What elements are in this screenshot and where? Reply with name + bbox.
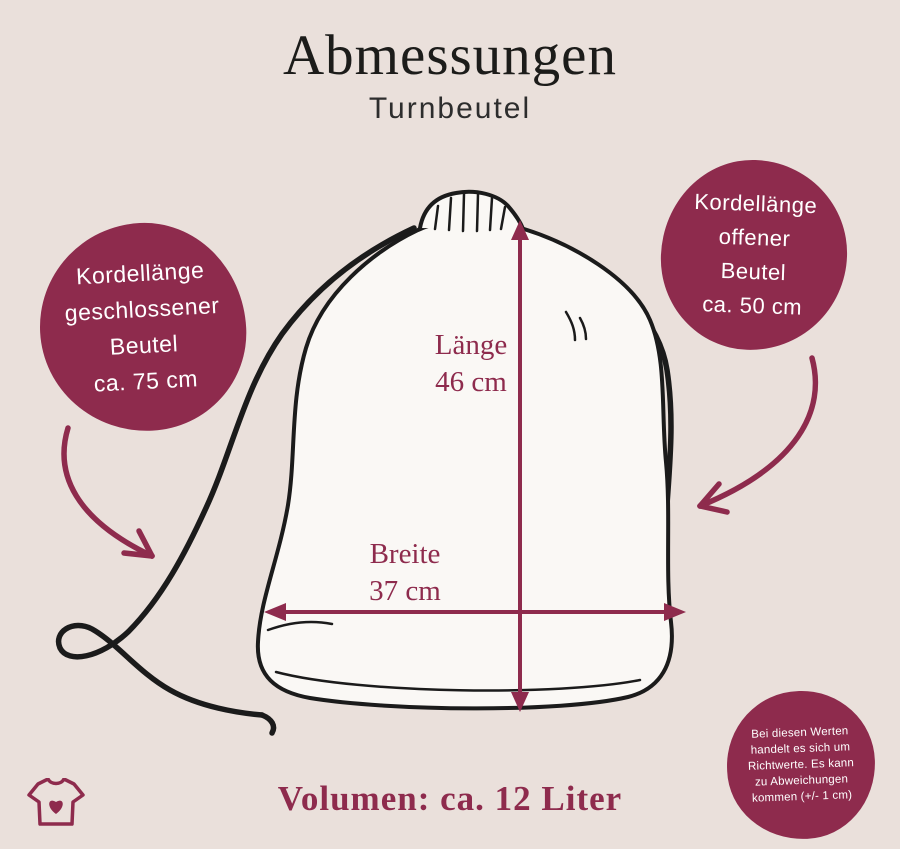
header: Abmessungen Turnbeutel [0,26,900,126]
width-dimension-arrow [264,603,686,621]
length-label: Länge 46 cm [412,327,530,401]
width-label: Breite 37 cm [345,536,465,610]
badge-line: ca. 50 cm [701,291,803,320]
tshirt-heart-icon [27,778,85,826]
badge-line: Beutel [720,257,787,286]
volume-text: Volumen: ca. 12 Liter [277,779,623,818]
page-title: Abmessungen [283,24,617,87]
bag-body [255,189,674,711]
width-value: 37 cm [369,575,441,607]
length-label-text: Länge [434,329,508,361]
left-badge-arrow [61,425,155,559]
width-label-text: Breite [369,538,441,570]
page-subtitle: Turnbeutel [368,91,532,125]
length-value: 46 cm [435,366,507,398]
badge-line: Kordellänge [693,188,818,219]
length-dimension-arrow [511,220,529,712]
badge-line: geschlossener [64,291,221,327]
badge-line: offener [718,223,791,252]
badge-line: ca. 75 cm [93,365,199,397]
right-badge-arrow [697,355,819,515]
badge-line: Beutel [109,330,179,360]
left-cord [55,225,417,736]
